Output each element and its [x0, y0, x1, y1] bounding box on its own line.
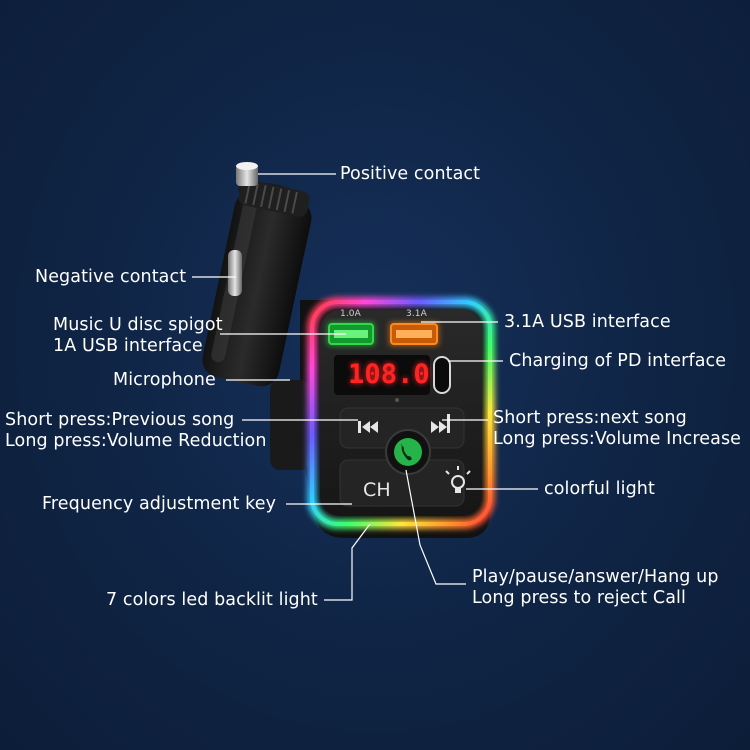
label-frequency-key: Frequency adjustment key	[42, 494, 277, 514]
usb-port-3-1a	[389, 322, 439, 346]
label-prev-line2: Long press:Volume Reduction	[5, 431, 267, 451]
label-colorful-light: colorful light	[544, 479, 655, 499]
pd-port	[433, 356, 451, 394]
positive-contact-tip	[236, 162, 258, 186]
label-usb-3-1a: 3.1A USB interface	[504, 312, 671, 332]
label-next-line1: Short press:next song	[493, 408, 687, 428]
usb-port-1a	[327, 322, 375, 346]
label-negative-contact: Negative contact	[35, 267, 187, 287]
plug-barrel	[202, 179, 312, 387]
label-backlit-light: 7 colors led backlit light	[106, 590, 318, 610]
phone-call-icon	[385, 429, 431, 475]
ch-button: CH	[363, 479, 391, 501]
label-next-line2: Long press:Volume Increase	[493, 429, 742, 449]
negative-contact-spring	[228, 250, 242, 296]
label-positive-contact: Positive contact	[340, 164, 481, 184]
microphone-hole	[395, 398, 399, 402]
light-bulb-icon	[445, 466, 471, 493]
label-charging-pd: Charging of PD interface	[509, 351, 727, 371]
label-music-u-disc-line2: 1A USB interface	[53, 336, 203, 356]
fm-frequency-display: 108.0	[348, 359, 430, 390]
label-play-line2: Long press to reject Call	[472, 588, 686, 608]
previous-track-icon	[358, 421, 378, 433]
label-play-line1: Play/pause/answer/Hang up	[472, 567, 719, 587]
next-track-icon	[431, 414, 450, 433]
label-music-u-disc-line1: Music U disc spigot	[53, 315, 223, 335]
usb-right-tag: 3.1A	[406, 309, 427, 319]
display-window	[334, 355, 430, 395]
usb-left-tag: 1.0A	[340, 309, 361, 319]
label-microphone: Microphone	[113, 370, 216, 390]
leader-lines	[192, 173, 538, 601]
label-prev-line1: Short press:Previous song	[5, 410, 235, 430]
